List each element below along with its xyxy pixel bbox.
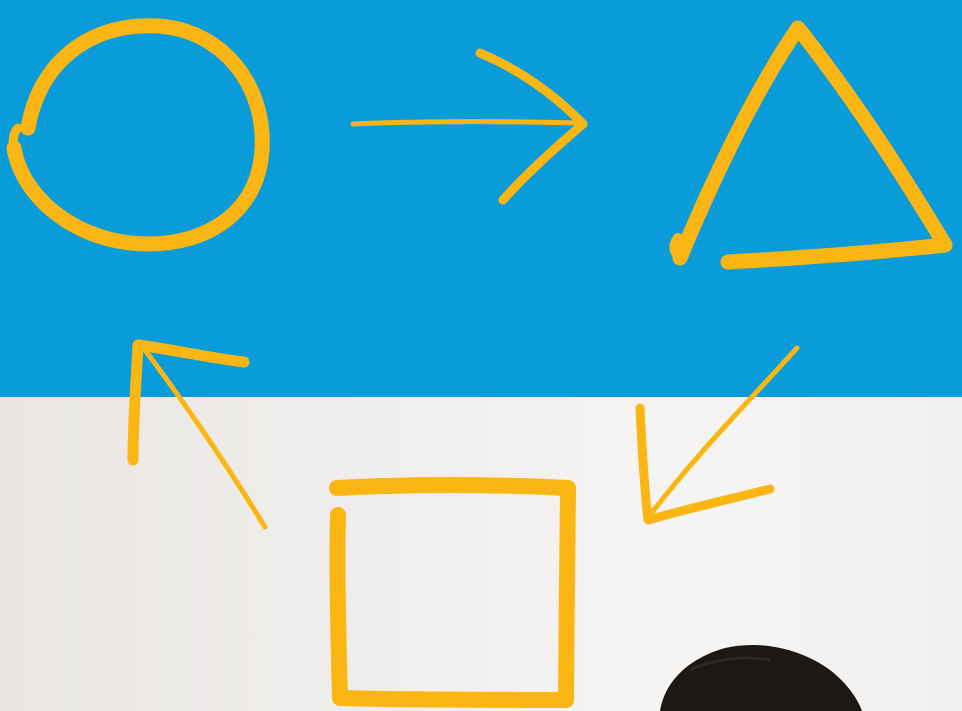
arrow-square-to-circle-head	[133, 345, 244, 460]
triangle-shape-corner	[674, 238, 680, 258]
arrow-circle-to-triangle-head	[480, 53, 583, 200]
triangle-shape	[680, 28, 945, 262]
arrow-triangle-to-square	[650, 348, 797, 515]
arrow-square-to-circle	[145, 350, 265, 527]
circle-shape-overlap	[13, 128, 18, 148]
square-shape	[337, 485, 568, 700]
circle-shape	[14, 26, 262, 244]
arrow-circle-to-triangle	[353, 122, 580, 124]
